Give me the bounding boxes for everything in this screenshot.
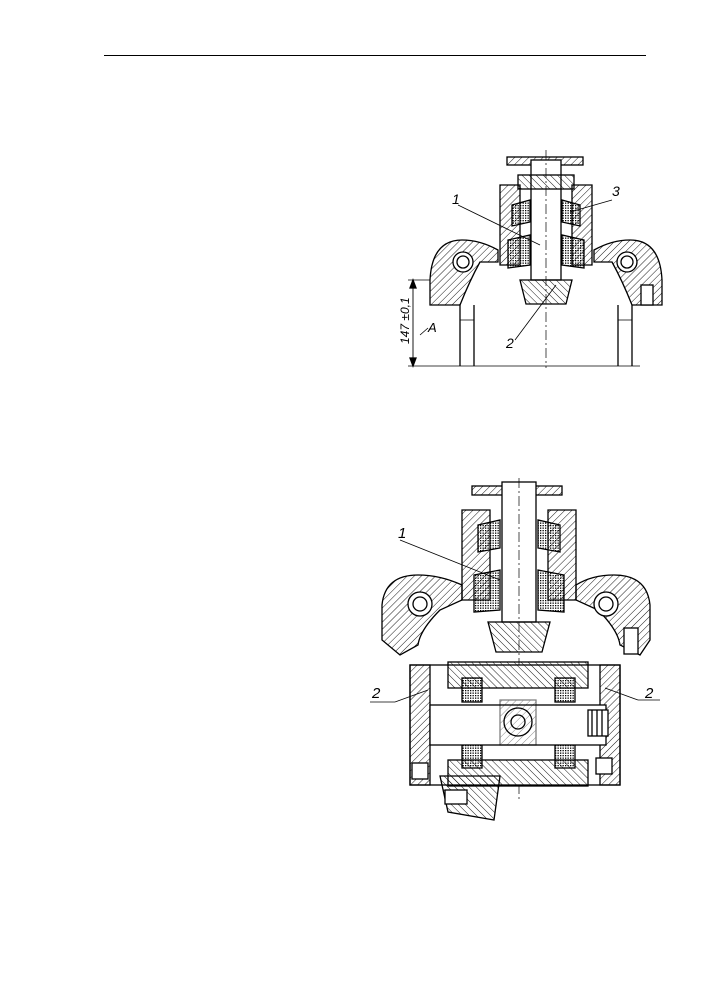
callout-1-fig2: 1: [398, 525, 406, 542]
callout-1-fig1: 1: [452, 191, 460, 207]
header-rule: [104, 55, 646, 56]
housing-right: [575, 574, 651, 656]
upper-bearing: [511, 199, 531, 227]
callout-2-fig1: 2: [505, 335, 514, 351]
callout-2-left-fig2: 2: [371, 685, 381, 702]
pinion-gear: [519, 279, 573, 305]
datum-a-label: A: [427, 320, 437, 335]
dimension-147: 147 ±0,1: [398, 297, 412, 344]
figure-1-pinion-assembly: [408, 150, 663, 368]
figure-2-differential-assembly: [370, 478, 660, 821]
callout-2-right-fig2: 2: [644, 685, 654, 702]
callout-3-fig1: 3: [612, 183, 620, 199]
pinion-gear: [487, 621, 551, 653]
lower-bearing: [507, 234, 531, 269]
